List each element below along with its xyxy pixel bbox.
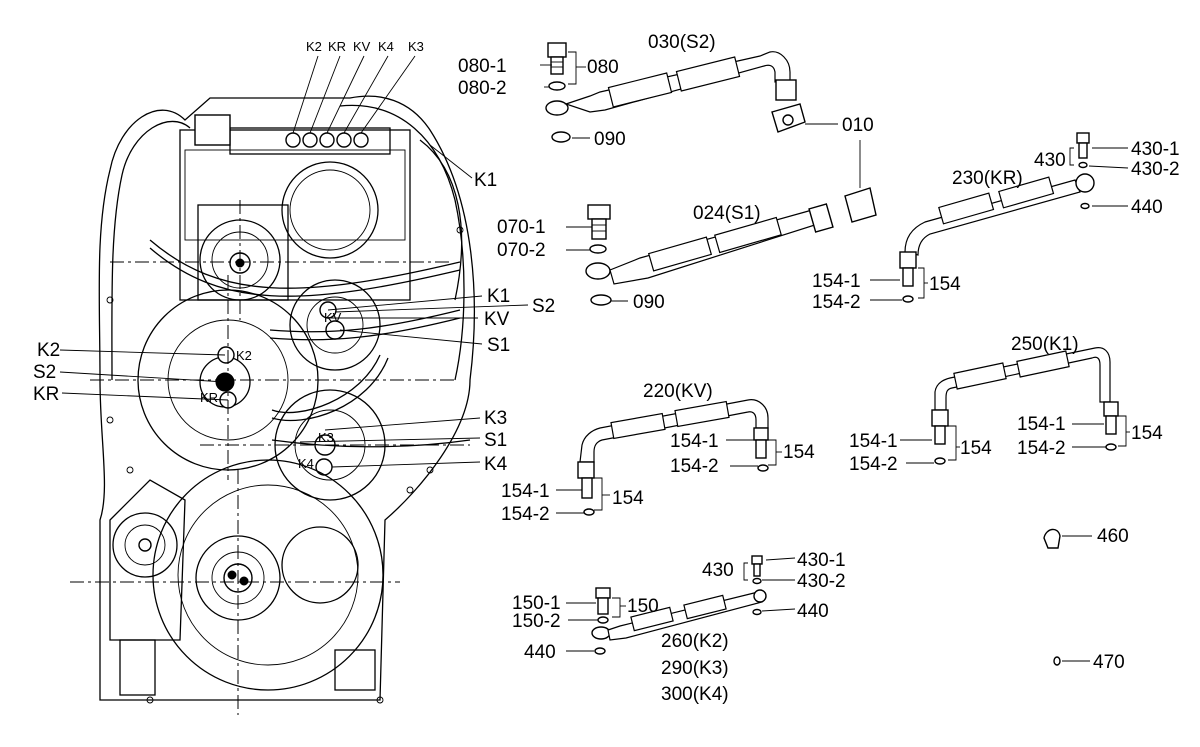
label-260-k2: 260(K2) [661, 631, 729, 652]
label-154-1-a: 154-1 [812, 271, 861, 292]
banjo-bolt-head [547, 42, 567, 58]
top-port-labels: K2 KR KV K4 K3 [292, 39, 424, 134]
label-300-k4: 300(K4) [661, 684, 729, 705]
hose-024-s1-group: 070-1 070-2 024(S1) 090 [497, 203, 834, 313]
label-080-2: 080-2 [458, 78, 507, 99]
callout-s2-left: S2 [33, 362, 56, 383]
label-230-kr: 230(KR) [952, 168, 1023, 189]
label-460: 460 [1097, 526, 1129, 547]
label-290-k3: 290(K3) [661, 658, 729, 679]
label-154-1-e: 154-1 [501, 481, 550, 502]
label-070-1: 070-1 [497, 217, 546, 238]
callout-kv-right: KV [484, 309, 510, 330]
callout-s1-lower: S1 [484, 430, 507, 451]
hose-250-k1-group: 250(K1) 154-1 154 154-2 154-1 154 154-2 [849, 334, 1163, 475]
housing-inner-marks: KV K2 KR K3 K4 [200, 310, 342, 471]
label-430-1-top: 430-1 [1131, 139, 1180, 160]
label-440-low: 440 [524, 642, 556, 663]
clip-460-and-plug-470: 460 470 [1043, 526, 1129, 673]
label-430-2-low: 430-2 [797, 571, 846, 592]
label-090-mid: 090 [633, 292, 665, 313]
clip-460 [1043, 528, 1061, 549]
label-154-2-d: 154-2 [1017, 438, 1066, 459]
callout-s1-right: S1 [487, 335, 510, 356]
label-154-1-d: 154-1 [1017, 414, 1066, 435]
label-154-a: 154 [929, 274, 961, 295]
label-154-b: 154 [783, 442, 815, 463]
hose-260-290-300-group: 430-1 430 430-2 150-1 150 150-2 440 440 … [512, 550, 846, 705]
transmission-housing [70, 95, 475, 715]
label-154-e: 154 [612, 488, 644, 509]
top-label-kr: KR [328, 39, 346, 54]
inner-mark-kv: KV [324, 310, 342, 325]
inner-mark-k4: K4 [298, 456, 314, 471]
hose-230-kr-group: 430-1 430 430-2 230(KR) 440 154-1 154 15… [812, 132, 1180, 313]
label-430-2-top: 430-2 [1131, 159, 1180, 180]
callout-k3-right: K3 [484, 408, 507, 429]
label-440-mid: 440 [797, 601, 829, 622]
label-250-k1: 250(K1) [1011, 334, 1079, 355]
label-154-c: 154 [960, 438, 992, 459]
housing-callouts: K1 K1 S2 KV S1 K2 S2 KR K3 S1 K4 [33, 144, 555, 475]
seal-ring-080-2 [548, 81, 566, 91]
label-154-1-c: 154-1 [849, 431, 898, 452]
inner-mark-k2: K2 [236, 348, 252, 363]
label-154-2-b: 154-2 [670, 456, 719, 477]
label-024-s1: 024(S1) [693, 203, 761, 224]
top-label-k2: K2 [306, 39, 322, 54]
label-090-top: 090 [594, 129, 626, 150]
tee-fitting [844, 187, 877, 223]
label-430-low: 430 [702, 560, 734, 581]
inner-mark-kr: KR [200, 390, 218, 405]
banjo-bolt-shank [550, 56, 564, 75]
top-label-kv: KV [353, 39, 371, 54]
label-154-2-e: 154-2 [501, 504, 550, 525]
label-470: 470 [1093, 652, 1125, 673]
label-150-1: 150-1 [512, 593, 561, 614]
plug-470 [1053, 656, 1061, 666]
label-030-s2: 030(S2) [648, 32, 716, 53]
label-150: 150 [627, 596, 659, 617]
top-label-k4: K4 [378, 39, 394, 54]
label-010: 010 [842, 115, 874, 136]
hose-030-s2-group: 080-1 080-2 080 090 030(S2) 010 [458, 32, 877, 223]
label-154-1-b: 154-1 [670, 431, 719, 452]
label-154-d: 154 [1131, 423, 1163, 444]
label-154-2-c: 154-2 [849, 454, 898, 475]
label-080: 080 [587, 57, 619, 78]
label-154-2-a: 154-2 [812, 292, 861, 313]
label-430-top: 430 [1034, 150, 1066, 171]
callout-k2-left: K2 [37, 340, 60, 361]
callout-k1-mid: K1 [487, 286, 510, 307]
label-430-1-low: 430-1 [797, 550, 846, 571]
label-070-2: 070-2 [497, 240, 546, 261]
label-220-kv: 220(KV) [643, 381, 713, 402]
label-150-2: 150-2 [512, 611, 561, 632]
label-080-1: 080-1 [458, 56, 507, 77]
banjo-fitting [545, 100, 569, 116]
callout-kr-left: KR [33, 384, 59, 405]
seal-ring-090 [551, 131, 571, 143]
hose-220-kv-group: 220(KV) 154-1 154 154-2 154-1 154 154-2 [501, 381, 815, 525]
top-label-k3: K3 [408, 39, 424, 54]
callout-s2-right: S2 [532, 296, 555, 317]
inner-mark-k3: K3 [318, 430, 334, 445]
callout-k1-top: K1 [474, 170, 497, 191]
callout-k4-right: K4 [484, 454, 508, 475]
label-440-top: 440 [1131, 197, 1163, 218]
